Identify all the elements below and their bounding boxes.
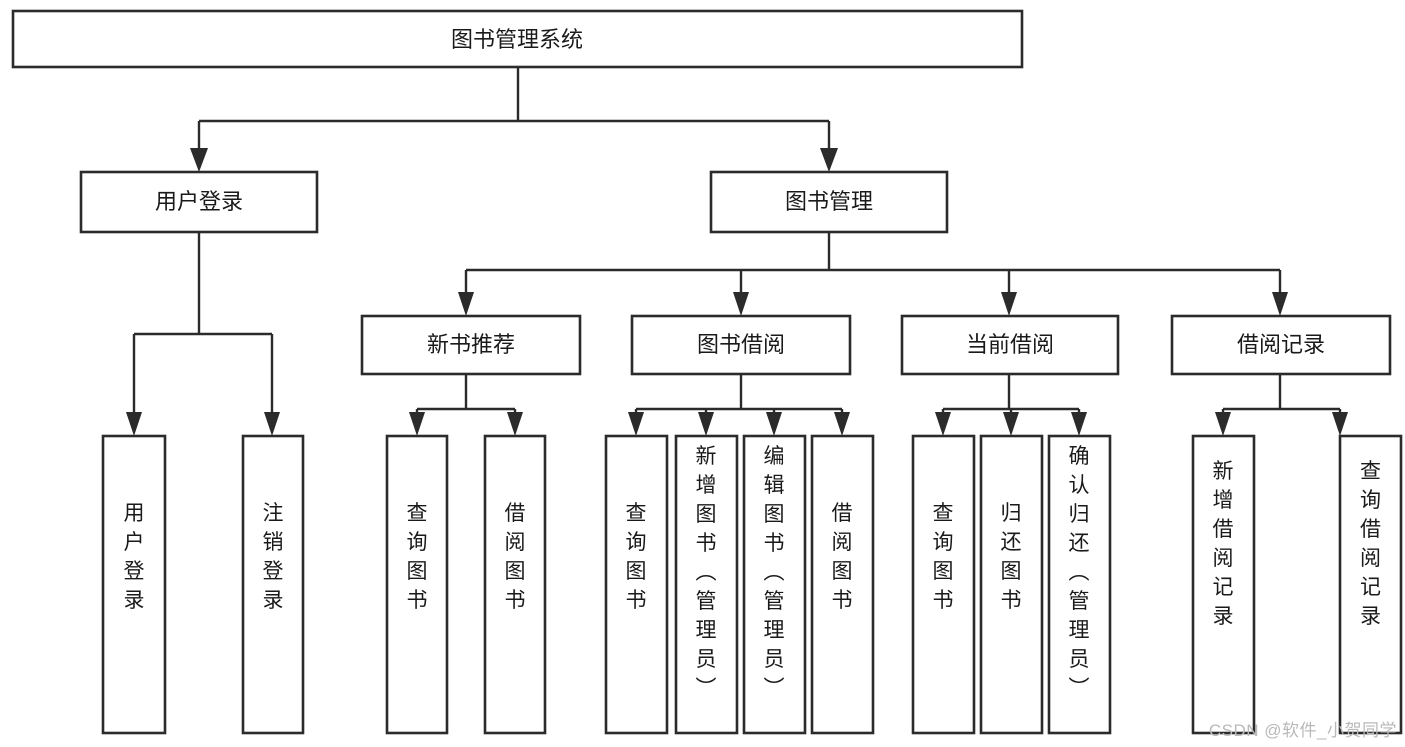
node-leaf-query-record[interactable]: 查询借阅记录: [1338, 434, 1403, 735]
node-leaf-add-book-label: 新增图书︵管理员︶: [696, 445, 717, 700]
node-leaf-add-record-label: 新增借阅记录: [1213, 460, 1234, 628]
arrow-head-to-leaf-edit-book: [766, 412, 782, 436]
node-book-manage-label: 图书管理: [785, 189, 873, 214]
arrow-head-to-leaf-query-book-rec: [409, 412, 425, 436]
arrow-head-to-book-manage: [820, 148, 838, 172]
arrow-head-to-leaf-return-book: [1003, 412, 1019, 436]
node-book-manage[interactable]: 图书管理: [709, 170, 949, 234]
node-new-book-rec-label: 新书推荐: [427, 332, 515, 357]
arrow-head-to-book-borrow: [733, 292, 749, 316]
arrow-head-to-leaf-query-record: [1332, 412, 1348, 436]
arrow-head-to-leaf-confirm-return: [1071, 412, 1087, 436]
node-book-borrow[interactable]: 图书借阅: [630, 314, 852, 376]
node-leaf-query-book-cur[interactable]: 查询图书: [911, 434, 976, 735]
node-leaf-edit-book[interactable]: 编辑图书︵管理员︶: [742, 434, 807, 735]
node-leaf-user-login-box[interactable]: [101, 434, 167, 735]
node-user-login-box[interactable]: [79, 170, 319, 234]
arrow-head-to-new-book-rec: [458, 292, 474, 316]
node-leaf-logout[interactable]: 注销登录: [241, 434, 305, 735]
node-leaf-query-book-borrow-box[interactable]: [604, 434, 669, 735]
arrow-head-to-leaf-borrow-book: [834, 412, 850, 436]
node-book-borrow-box[interactable]: [630, 314, 852, 376]
node-current-borrow-box[interactable]: [900, 314, 1120, 376]
node-leaf-borrow-book[interactable]: 借阅图书: [810, 434, 875, 735]
node-leaf-edit-book-box[interactable]: [742, 434, 807, 735]
node-leaf-query-book-borrow-label: 查询图书: [626, 502, 647, 612]
node-user-login-label: 用户登录: [155, 189, 243, 214]
node-leaf-add-record-box[interactable]: [1191, 434, 1256, 735]
node-leaf-confirm-return[interactable]: 确认归还︵管理员︶: [1047, 434, 1112, 735]
node-leaf-logout-box[interactable]: [241, 434, 305, 735]
node-leaf-query-book-rec[interactable]: 查询图书: [385, 434, 449, 735]
arrow-head-to-user-login: [190, 148, 208, 172]
node-leaf-add-book-box[interactable]: [674, 434, 739, 735]
node-leaf-borrow-book-box[interactable]: [810, 434, 875, 735]
node-leaf-borrow-book-rec-label: 借阅图书: [505, 502, 526, 612]
csdn-watermark: CSDN @软件_小贺同学: [1208, 721, 1397, 740]
node-leaf-query-book-rec-label: 查询图书: [407, 502, 428, 612]
node-leaf-borrow-book-rec[interactable]: 借阅图书: [483, 434, 547, 735]
arrow-head-to-leaf-add-record: [1215, 412, 1231, 436]
node-leaf-return-book[interactable]: 归还图书: [979, 434, 1044, 735]
node-current-borrow-label: 当前借阅: [966, 332, 1054, 357]
node-book-borrow-label: 图书借阅: [697, 332, 785, 357]
node-leaf-borrow-book-rec-box[interactable]: [483, 434, 547, 735]
node-root-box[interactable]: [11, 9, 1024, 69]
node-leaf-query-record-box[interactable]: [1338, 434, 1403, 735]
node-leaf-add-record[interactable]: 新增借阅记录: [1191, 434, 1256, 735]
node-root-label: 图书管理系统: [451, 27, 583, 52]
node-borrow-record[interactable]: 借阅记录: [1170, 314, 1392, 376]
node-leaf-query-book-rec-box[interactable]: [385, 434, 449, 735]
node-leaf-return-book-label: 归还图书: [1001, 502, 1022, 612]
node-new-book-rec-box[interactable]: [360, 314, 582, 376]
arrow-head-to-leaf-user-login: [126, 412, 142, 436]
node-user-login[interactable]: 用户登录: [79, 170, 319, 234]
node-root[interactable]: 图书管理系统: [11, 9, 1024, 69]
node-leaf-add-book[interactable]: 新增图书︵管理员︶: [674, 434, 739, 735]
node-leaf-query-book-cur-label: 查询图书: [933, 502, 954, 612]
arrow-head-to-leaf-add-book: [698, 412, 714, 436]
node-leaf-query-book-cur-box[interactable]: [911, 434, 976, 735]
arrow-head-to-current-borrow: [1001, 292, 1017, 316]
node-leaf-query-book-borrow[interactable]: 查询图书: [604, 434, 669, 735]
node-borrow-record-box[interactable]: [1170, 314, 1392, 376]
node-leaf-logout-label: 注销登录: [263, 502, 284, 612]
connector-layer: [126, 67, 1348, 436]
arrow-head-to-leaf-query-book-borrow: [628, 412, 644, 436]
node-leaf-confirm-return-box[interactable]: [1047, 434, 1112, 735]
node-leaf-return-book-box[interactable]: [979, 434, 1044, 735]
arrow-head-to-leaf-query-book-cur: [935, 412, 951, 436]
node-current-borrow[interactable]: 当前借阅: [900, 314, 1120, 376]
arrow-head-to-borrow-record: [1272, 292, 1288, 316]
node-leaf-query-record-label: 查询借阅记录: [1360, 460, 1381, 628]
node-leaf-confirm-return-label: 确认归还︵管理员︶: [1069, 445, 1090, 700]
node-leaf-borrow-book-label: 借阅图书: [832, 502, 853, 612]
node-leaf-user-login[interactable]: 用户登录: [101, 434, 167, 735]
node-leaf-edit-book-label: 编辑图书︵管理员︶: [764, 445, 785, 700]
arrow-head-to-leaf-borrow-book-rec: [507, 412, 523, 436]
arrow-head-to-leaf-logout: [264, 412, 280, 436]
node-borrow-record-label: 借阅记录: [1237, 332, 1325, 357]
node-leaf-user-login-label: 用户登录: [124, 502, 145, 612]
node-book-manage-box[interactable]: [709, 170, 949, 234]
node-new-book-rec[interactable]: 新书推荐: [360, 314, 582, 376]
